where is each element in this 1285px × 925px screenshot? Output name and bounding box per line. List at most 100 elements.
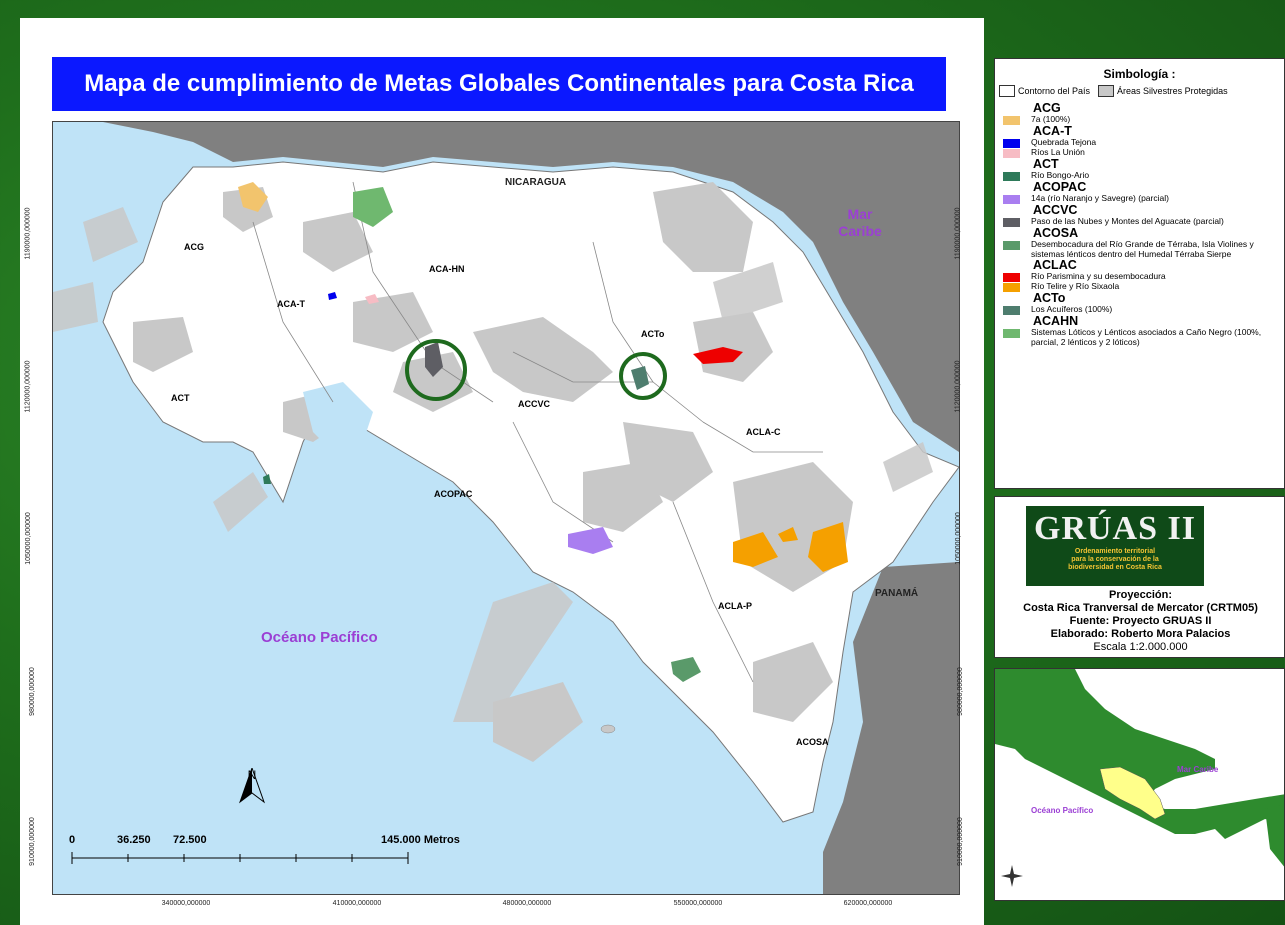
legend-swatch [1003, 116, 1020, 125]
site-acahn [353, 187, 393, 227]
label-acla-p: ACLA-P [718, 601, 752, 611]
scale-bar: 0 36.250 72.500 145.000 Metros [69, 834, 489, 874]
legend-swatch [1003, 149, 1020, 158]
legend-item: Río Bongo-Ario [1003, 170, 1284, 181]
gruas-logo: GRÚAS II Ordenamiento territorial para l… [1026, 506, 1204, 586]
nicaragua-land [103, 122, 959, 452]
label-panama: PANAMÁ [875, 588, 919, 599]
legend-item-label: 7a (100%) [1031, 114, 1071, 124]
legend-item: Río Parismina y su desembocadura [1003, 271, 1284, 282]
protected-area-swatch [1098, 85, 1115, 97]
legend-swatch [1003, 139, 1020, 148]
coord-y-right-1: 1190000,000000 [954, 207, 962, 260]
country-outline-label: Contorno del País [1018, 86, 1091, 96]
coord-x-3: 480000,000000 [502, 900, 552, 907]
legend-area-name: ACA-T [1033, 124, 1072, 138]
legend-item-label: 14a (río Naranjo y Savegre) (parcial) [1031, 193, 1169, 203]
legend-item: Desembocadura del Río Grande de Térraba,… [1003, 239, 1284, 259]
inset-map-panel: Mar Caribe Océano Pacífico [994, 668, 1285, 901]
scale-tick-3: 145.000 Metros [381, 834, 460, 846]
label-acto: ACTo [641, 329, 665, 339]
coord-x-2: 410000,000000 [332, 900, 382, 907]
label-mar-caribe: Mar Caribe [838, 206, 882, 239]
inset-costa-rica [1099, 766, 1166, 820]
site-acto [631, 366, 649, 390]
credit-panel: GRÚAS II Ordenamiento territorial para l… [994, 496, 1285, 658]
legend-item: 7a (100%) [1003, 114, 1284, 125]
site-aclac-telire-1 [733, 532, 778, 567]
site-aca-t [328, 292, 337, 300]
scale-tick-0: 0 [69, 834, 76, 846]
site-acopac [568, 527, 613, 554]
legend-item-label: Río Parismina y su desembocadura [1031, 271, 1166, 281]
legend-item-label: Ríos La Unión [1031, 147, 1085, 157]
site-aclac-telire-2 [808, 522, 848, 572]
legend-swatch [1003, 329, 1020, 338]
label-acopac: ACOPAC [434, 489, 473, 499]
marine-zones [53, 207, 933, 722]
legend-swatch [1003, 306, 1020, 315]
coord-y-left-2: 1120000,000000 [24, 360, 32, 413]
panama-land [823, 562, 959, 894]
legend-item: Quebrada Tejona [1003, 137, 1284, 148]
highlight-circle-accvc [405, 339, 467, 401]
legend-area-name: ACOSA [1033, 226, 1079, 240]
coord-y-left-1: 1190000,000000 [24, 207, 32, 260]
legend-swatch [1003, 241, 1020, 250]
coord-y-right-3: 1050000,000000 [954, 512, 962, 565]
legend-item-label: Desembocadura del Río Grande de Térraba,… [1031, 239, 1254, 259]
label-act: ACT [171, 393, 190, 403]
coord-x-5: 620000,000000 [843, 900, 893, 907]
legend-title: Simbología : [1103, 67, 1176, 81]
legend-item: Río Telire y Río Sixaola [1003, 281, 1284, 292]
inset-map-svg [995, 669, 1284, 900]
legend-item-label: Río Telire y Río Sixaola [1031, 281, 1120, 291]
legend-area-name: ACTo [1033, 291, 1066, 305]
compass-icon [1001, 865, 1023, 887]
logo-sub-line-2: para la conservación de la [1071, 556, 1159, 563]
graticule-top-ticks [53, 122, 959, 130]
source-text: Fuente: Proyecto GRUAS II [1069, 615, 1212, 627]
inset-label-caribbean: Mar Caribe [1177, 765, 1219, 774]
legend-area-name: ACLAC [1033, 258, 1077, 272]
north-arrow: N [239, 768, 265, 818]
inset-label-pacific: Océano Pacífico [1031, 806, 1094, 815]
legend-outline-row: Contorno del País Áreas Silvestres Prote… [995, 85, 1284, 97]
label-aca-t: ACA-T [277, 299, 305, 309]
coord-y-left-5: 910000,000000 [28, 817, 36, 866]
legend-item: Los Acuíferos (100%) [1003, 304, 1284, 315]
legend-item-label: Quebrada Tejona [1031, 137, 1097, 147]
coord-x-1: 340000,000000 [161, 900, 211, 907]
label-acla-c: ACLA-C [746, 427, 781, 437]
site-aclac-parismina [693, 347, 743, 364]
label-aca-hn: ACA-HN [429, 264, 465, 274]
map-title: Mapa de cumplimiento de Metas Globales C… [52, 57, 946, 111]
label-nicaragua: NICARAGUA [505, 177, 567, 188]
credit-text: Proyección: Costa Rica Tranversal de Mer… [995, 589, 1285, 654]
scale-tick-2: 72.500 [173, 834, 207, 846]
inset-central-america-land [995, 669, 1284, 839]
logo-sub-text: Ordenamiento territorial para la conserv… [1026, 548, 1204, 572]
legend-item: Ríos La Unión [1003, 147, 1284, 158]
legend-item-label: Sistemas Lóticos y Lénticos asociados a … [1031, 327, 1262, 347]
legend-area-name: ACG [1033, 101, 1061, 115]
label-oceano-pacifico: Océano Pacífico [261, 629, 378, 646]
legend-swatch [1003, 218, 1020, 227]
legend-item-label: Los Acuíferos (100%) [1031, 304, 1113, 314]
coord-y-right-5: 910000,000000 [956, 817, 964, 866]
author-text: Elaborado: Roberto Mora Palacios [1050, 628, 1231, 640]
legend-area-name: ACOPAC [1033, 180, 1087, 194]
scale-tick-1: 36.250 [117, 834, 151, 846]
site-acg [238, 182, 268, 212]
compass-rose-icon [999, 863, 1025, 889]
scale-bar-graphic [71, 852, 409, 864]
legend-swatch [1003, 283, 1020, 292]
